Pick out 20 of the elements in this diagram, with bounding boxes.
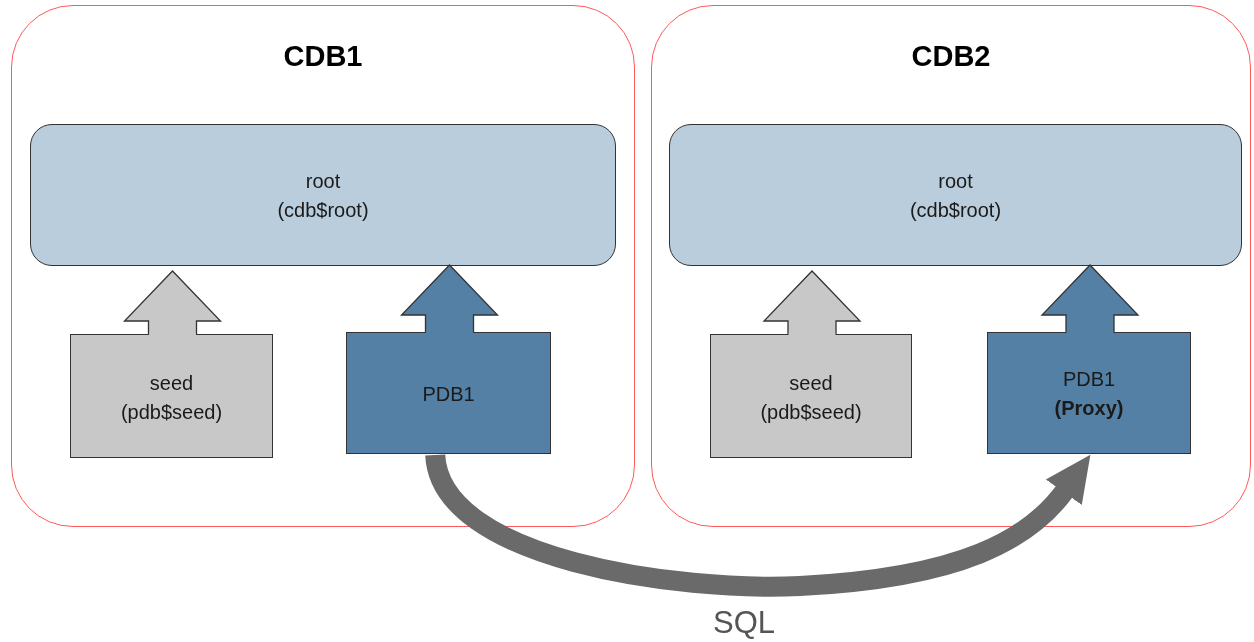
container-box: [651, 5, 1251, 527]
rounded-box: [669, 124, 1242, 266]
node-label: root (cdb$root): [276, 169, 370, 223]
process-box: [710, 334, 912, 458]
rounded-box: [30, 124, 616, 266]
process-box: [987, 332, 1191, 454]
node-label: PDB1: [421, 382, 476, 407]
container-box: [11, 5, 635, 527]
container-title: CDB1: [282, 42, 364, 71]
process-box: [346, 332, 551, 454]
block-arrow: [122, 270, 223, 336]
block-arrow: [1040, 264, 1140, 334]
node-label: PDB1 (Proxy): [1053, 367, 1125, 421]
block-arrow: [762, 270, 862, 336]
node-label: seed (pdb$seed): [759, 371, 863, 425]
process-box: [70, 334, 273, 458]
node-label: root (cdb$root): [908, 169, 1003, 223]
block-arrow: [399, 264, 500, 334]
container-title: CDB2: [910, 42, 992, 71]
node-label: seed (pdb$seed): [119, 371, 224, 425]
